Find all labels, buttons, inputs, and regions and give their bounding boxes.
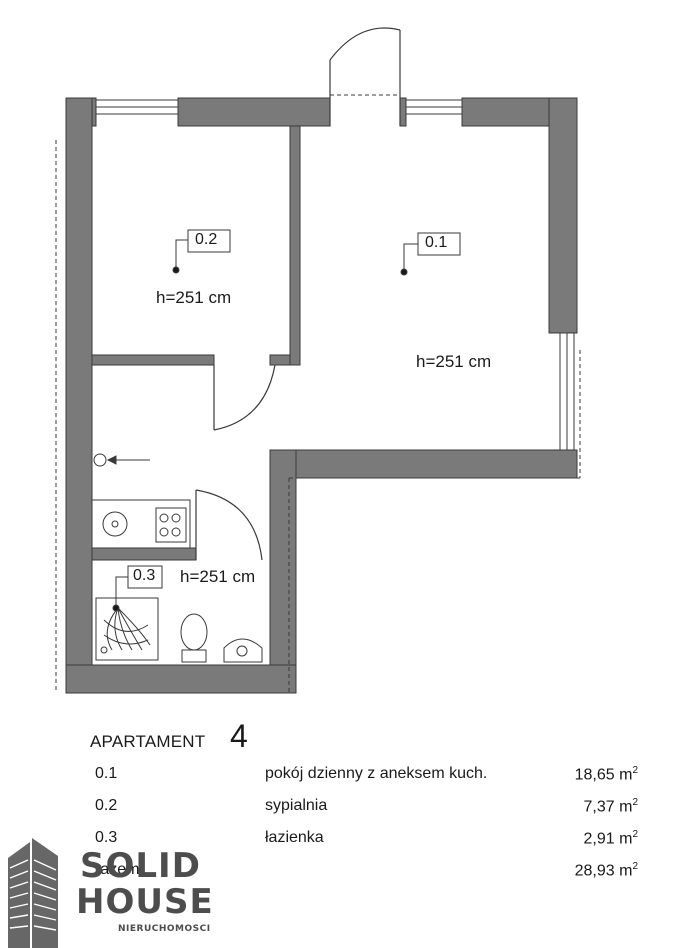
room-markers xyxy=(112,229,461,612)
logo-word-house: HOUSE xyxy=(76,882,214,922)
bathroom-fixtures xyxy=(95,597,263,663)
apartment-title: APARTAMENT xyxy=(90,732,206,751)
room-height-0-3: h=251 cm xyxy=(180,567,256,586)
room-code: 0.3 xyxy=(95,829,118,846)
total-area: 28,93 m2 xyxy=(574,861,638,880)
toilet-icon xyxy=(180,613,208,663)
room-name: sypialnia xyxy=(265,797,328,814)
room-area: 7,37 m2 xyxy=(583,797,638,816)
room-height-0-2: h=251 cm xyxy=(156,288,232,307)
area-row: 0.3 łazienka 2,91 m2 xyxy=(0,829,676,855)
room-tag-0-3: 0.3 xyxy=(133,567,156,584)
solid-house-logo: SOLID HOUSE NIERUCHOMOSCI xyxy=(0,828,230,948)
room-name: pokój dzienny z aneksem kuch. xyxy=(265,765,488,782)
washbasin-icon xyxy=(223,638,263,663)
room-tag-0-2: 0.2 xyxy=(195,231,218,248)
floor-plan xyxy=(55,27,581,694)
cooktop-icon xyxy=(159,513,169,523)
room-name: łazienka xyxy=(265,829,324,846)
doors xyxy=(195,27,401,561)
room-code: 0.1 xyxy=(95,765,118,782)
apartment-number: 4 xyxy=(230,718,248,754)
total-label: razem xyxy=(95,861,140,878)
room-height-0-1: h=251 cm xyxy=(416,352,492,371)
logo-word-solid: SOLID xyxy=(80,846,201,886)
boiler-icon xyxy=(93,453,150,467)
room-code: 0.2 xyxy=(95,797,118,814)
walls xyxy=(65,97,578,694)
room-area: 18,65 m2 xyxy=(574,765,638,784)
dashed-outlines xyxy=(55,94,581,693)
windows xyxy=(95,99,575,451)
logo-word-nieruchomosci: NIERUCHOMOSCI xyxy=(118,924,211,934)
room-tag-0-1: 0.1 xyxy=(425,234,448,251)
area-row: 0.1 pokój dzienny z aneksem kuch. 18,65 … xyxy=(0,765,676,791)
room-area: 2,91 m2 xyxy=(583,829,638,848)
area-total-row: razem 28,93 m2 xyxy=(0,861,676,887)
area-row: 0.2 sypialnia 7,37 m2 xyxy=(0,797,676,823)
building-logo-icon xyxy=(8,838,58,948)
kitchen-counter xyxy=(91,499,191,549)
